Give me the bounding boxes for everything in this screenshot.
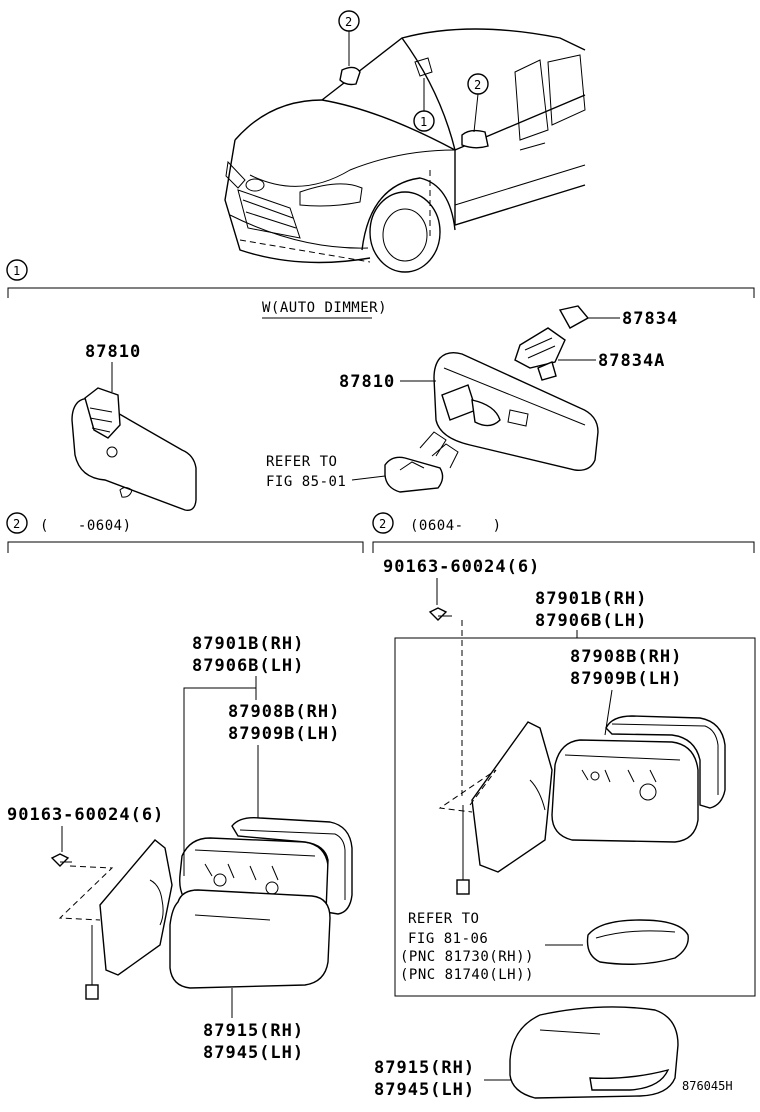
refer-pnc-81740: (PNC 81740(LH)) xyxy=(400,967,534,983)
part-number-87834A: 87834A xyxy=(598,351,665,371)
car-illustration xyxy=(224,28,586,273)
callout-label: 2 xyxy=(345,15,352,29)
section-number: 2 xyxy=(13,517,20,531)
refer-fig-81-06: FIG 81-06 xyxy=(408,931,488,947)
inner-mirror-auto-dimmer xyxy=(384,305,599,493)
part-87909B-right: 87909B(LH) xyxy=(570,669,682,689)
car-callout-2-left: 2 xyxy=(338,10,360,66)
part-87945-left: 87945(LH) xyxy=(203,1043,304,1063)
part-87908B-right: 87908B(RH) xyxy=(570,647,682,667)
car-callout-1: 1 xyxy=(413,78,435,132)
section-1-header: 1 xyxy=(6,259,755,298)
part-87909B-left: 87909B(LH) xyxy=(228,724,340,744)
part-number-87810-right: 87810 xyxy=(339,372,395,392)
turn-signal-lamp xyxy=(586,919,689,965)
date-range-right: (0604- ) xyxy=(410,518,502,534)
refer-to-label-right: REFER TO xyxy=(408,911,479,927)
part-87908B-left: 87908B(RH) xyxy=(228,702,340,722)
car-callout-2-right: 2 xyxy=(467,73,489,133)
refer-to-label: REFER TO xyxy=(266,454,337,470)
callout-label: 1 xyxy=(420,115,427,129)
screw-part-right: 90163-60024(6) xyxy=(383,557,540,577)
variant-label: W(AUTO DIMMER) xyxy=(262,300,387,316)
refer-pnc-81730: (PNC 81730(RH)) xyxy=(400,949,534,965)
date-range-left: ( -0604) xyxy=(40,518,132,534)
inner-mirror-standard xyxy=(71,387,197,511)
part-87901B-left: 87901B(RH) xyxy=(192,634,304,654)
section-number: 1 xyxy=(13,264,20,278)
right-mirror-group-box xyxy=(394,637,756,997)
part-87906B-right: 87906B(LH) xyxy=(535,611,647,631)
section-number: 2 xyxy=(379,517,386,531)
part-87906B-left: 87906B(LH) xyxy=(192,656,304,676)
outer-mirror-right xyxy=(438,715,726,895)
part-87915-left: 87915(RH) xyxy=(203,1021,304,1041)
section-2-right-header: 2 (0604- ) xyxy=(372,512,755,553)
section-2-left-header: 2 ( -0604) xyxy=(6,512,364,553)
callout-label: 2 xyxy=(474,78,481,92)
part-87915-right: 87915(RH) xyxy=(374,1058,475,1078)
figure-code: 876045H xyxy=(682,1079,733,1093)
outer-mirror-cover-right xyxy=(509,1006,679,1099)
refer-fig-85-01: FIG 85-01 xyxy=(266,474,346,490)
outer-mirror-left xyxy=(50,816,353,1000)
part-87945-right: 87945(LH) xyxy=(374,1080,475,1100)
part-87901B-right: 87901B(RH) xyxy=(535,589,647,609)
part-number-87810-left: 87810 xyxy=(85,342,141,362)
part-number-87834: 87834 xyxy=(622,309,678,329)
screw-part-left: 90163-60024(6) xyxy=(7,805,164,825)
